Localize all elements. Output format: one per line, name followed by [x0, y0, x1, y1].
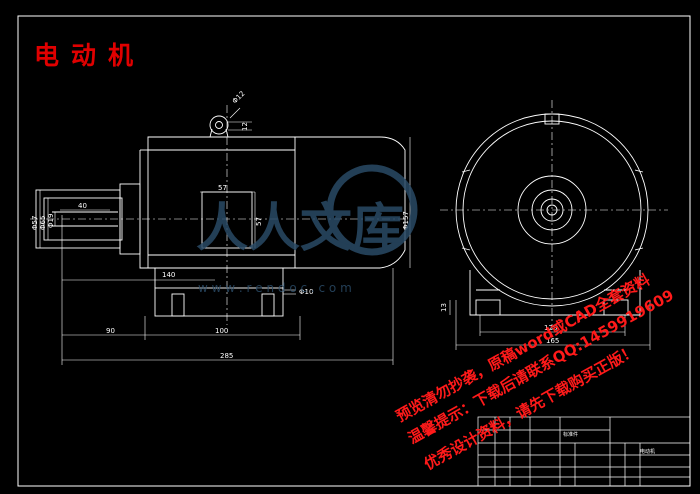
title-block: [477, 416, 691, 487]
watermark-logo: 人人文库 w w w . r e n d o c . c o m: [196, 164, 418, 295]
dim-total-length: 285: [220, 352, 233, 360]
dim-shaft-d2: Φ65: [39, 216, 47, 230]
dim-top-hole-depth: 12: [241, 122, 249, 131]
side-view: [455, 113, 649, 316]
dim-left-offset: 90: [106, 327, 115, 335]
watermark-url: w w w . r e n d o c . c o m: [198, 281, 352, 295]
dim-foot-height: Φ10: [299, 288, 313, 296]
dim-mount-span: 100: [215, 327, 228, 335]
dim-square-width: 57: [218, 184, 227, 192]
dim-shaft-d1: Φ57: [31, 216, 39, 230]
drawing-title: 电动机: [34, 41, 146, 70]
dim-side-inner: 128: [544, 324, 557, 332]
title-block-labels: 标准件 电动机: [563, 431, 655, 455]
title-block-cell-name: 电动机: [640, 448, 655, 455]
side-dimension-labels: 13 128 165: [440, 303, 559, 345]
title-block-cell-std: 标准件: [563, 431, 578, 438]
dim-square-height: 57: [255, 217, 263, 226]
dim-side-foot: 13: [440, 303, 448, 312]
front-view: [35, 115, 406, 317]
dim-center-offset: 140: [162, 271, 175, 279]
dim-side-total: 165: [546, 337, 559, 345]
drawing-frame: [17, 15, 691, 487]
side-dimension-lines: [449, 300, 651, 350]
dim-shaft-d3: Φ19: [47, 214, 55, 228]
dim-shaft-length: 40: [78, 202, 87, 210]
dim-overall-height: Φ157: [402, 211, 410, 230]
watermark-logo-text: 人人文库: [196, 199, 404, 259]
